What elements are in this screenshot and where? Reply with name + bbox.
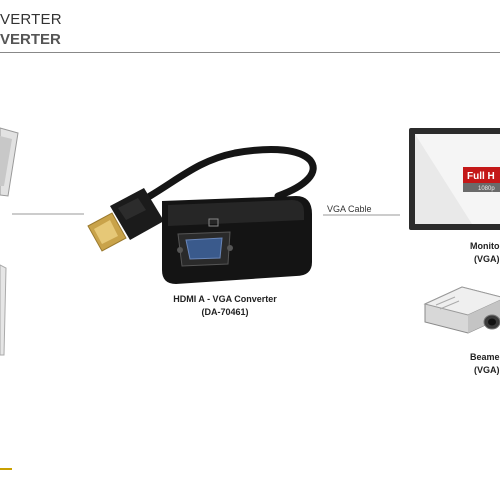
beamer-port-label: (VGA) — [474, 365, 500, 375]
header-divider — [0, 52, 500, 53]
pc-tower-icon — [0, 264, 7, 356]
vga-cable-label: VGA Cable — [327, 204, 372, 214]
monitor-port-label: (VGA) — [474, 254, 500, 264]
converter-name-label: HDMI A - VGA Converter — [173, 294, 277, 304]
monitor-name-label: Monito — [470, 241, 500, 251]
laptop-icon — [0, 127, 19, 197]
beamer-name-label: Beame — [470, 352, 500, 362]
badge-text: Full H — [467, 171, 495, 182]
vga-converter-icon — [162, 196, 312, 284]
converter-model-label: (DA-70461) — [201, 307, 249, 317]
header-title-line1: VERTER — [0, 11, 62, 28]
monitor-icon: Full H 1080p — [409, 128, 500, 230]
hdmi-plug-icon — [87, 188, 164, 252]
badge-subtext: 1080p — [478, 186, 495, 192]
hdmi-cable — [146, 145, 317, 200]
projector-icon — [423, 286, 500, 334]
accent-mark — [0, 468, 12, 470]
full-hd-badge — [463, 167, 500, 183]
header-title-line2: VERTER — [0, 31, 61, 48]
